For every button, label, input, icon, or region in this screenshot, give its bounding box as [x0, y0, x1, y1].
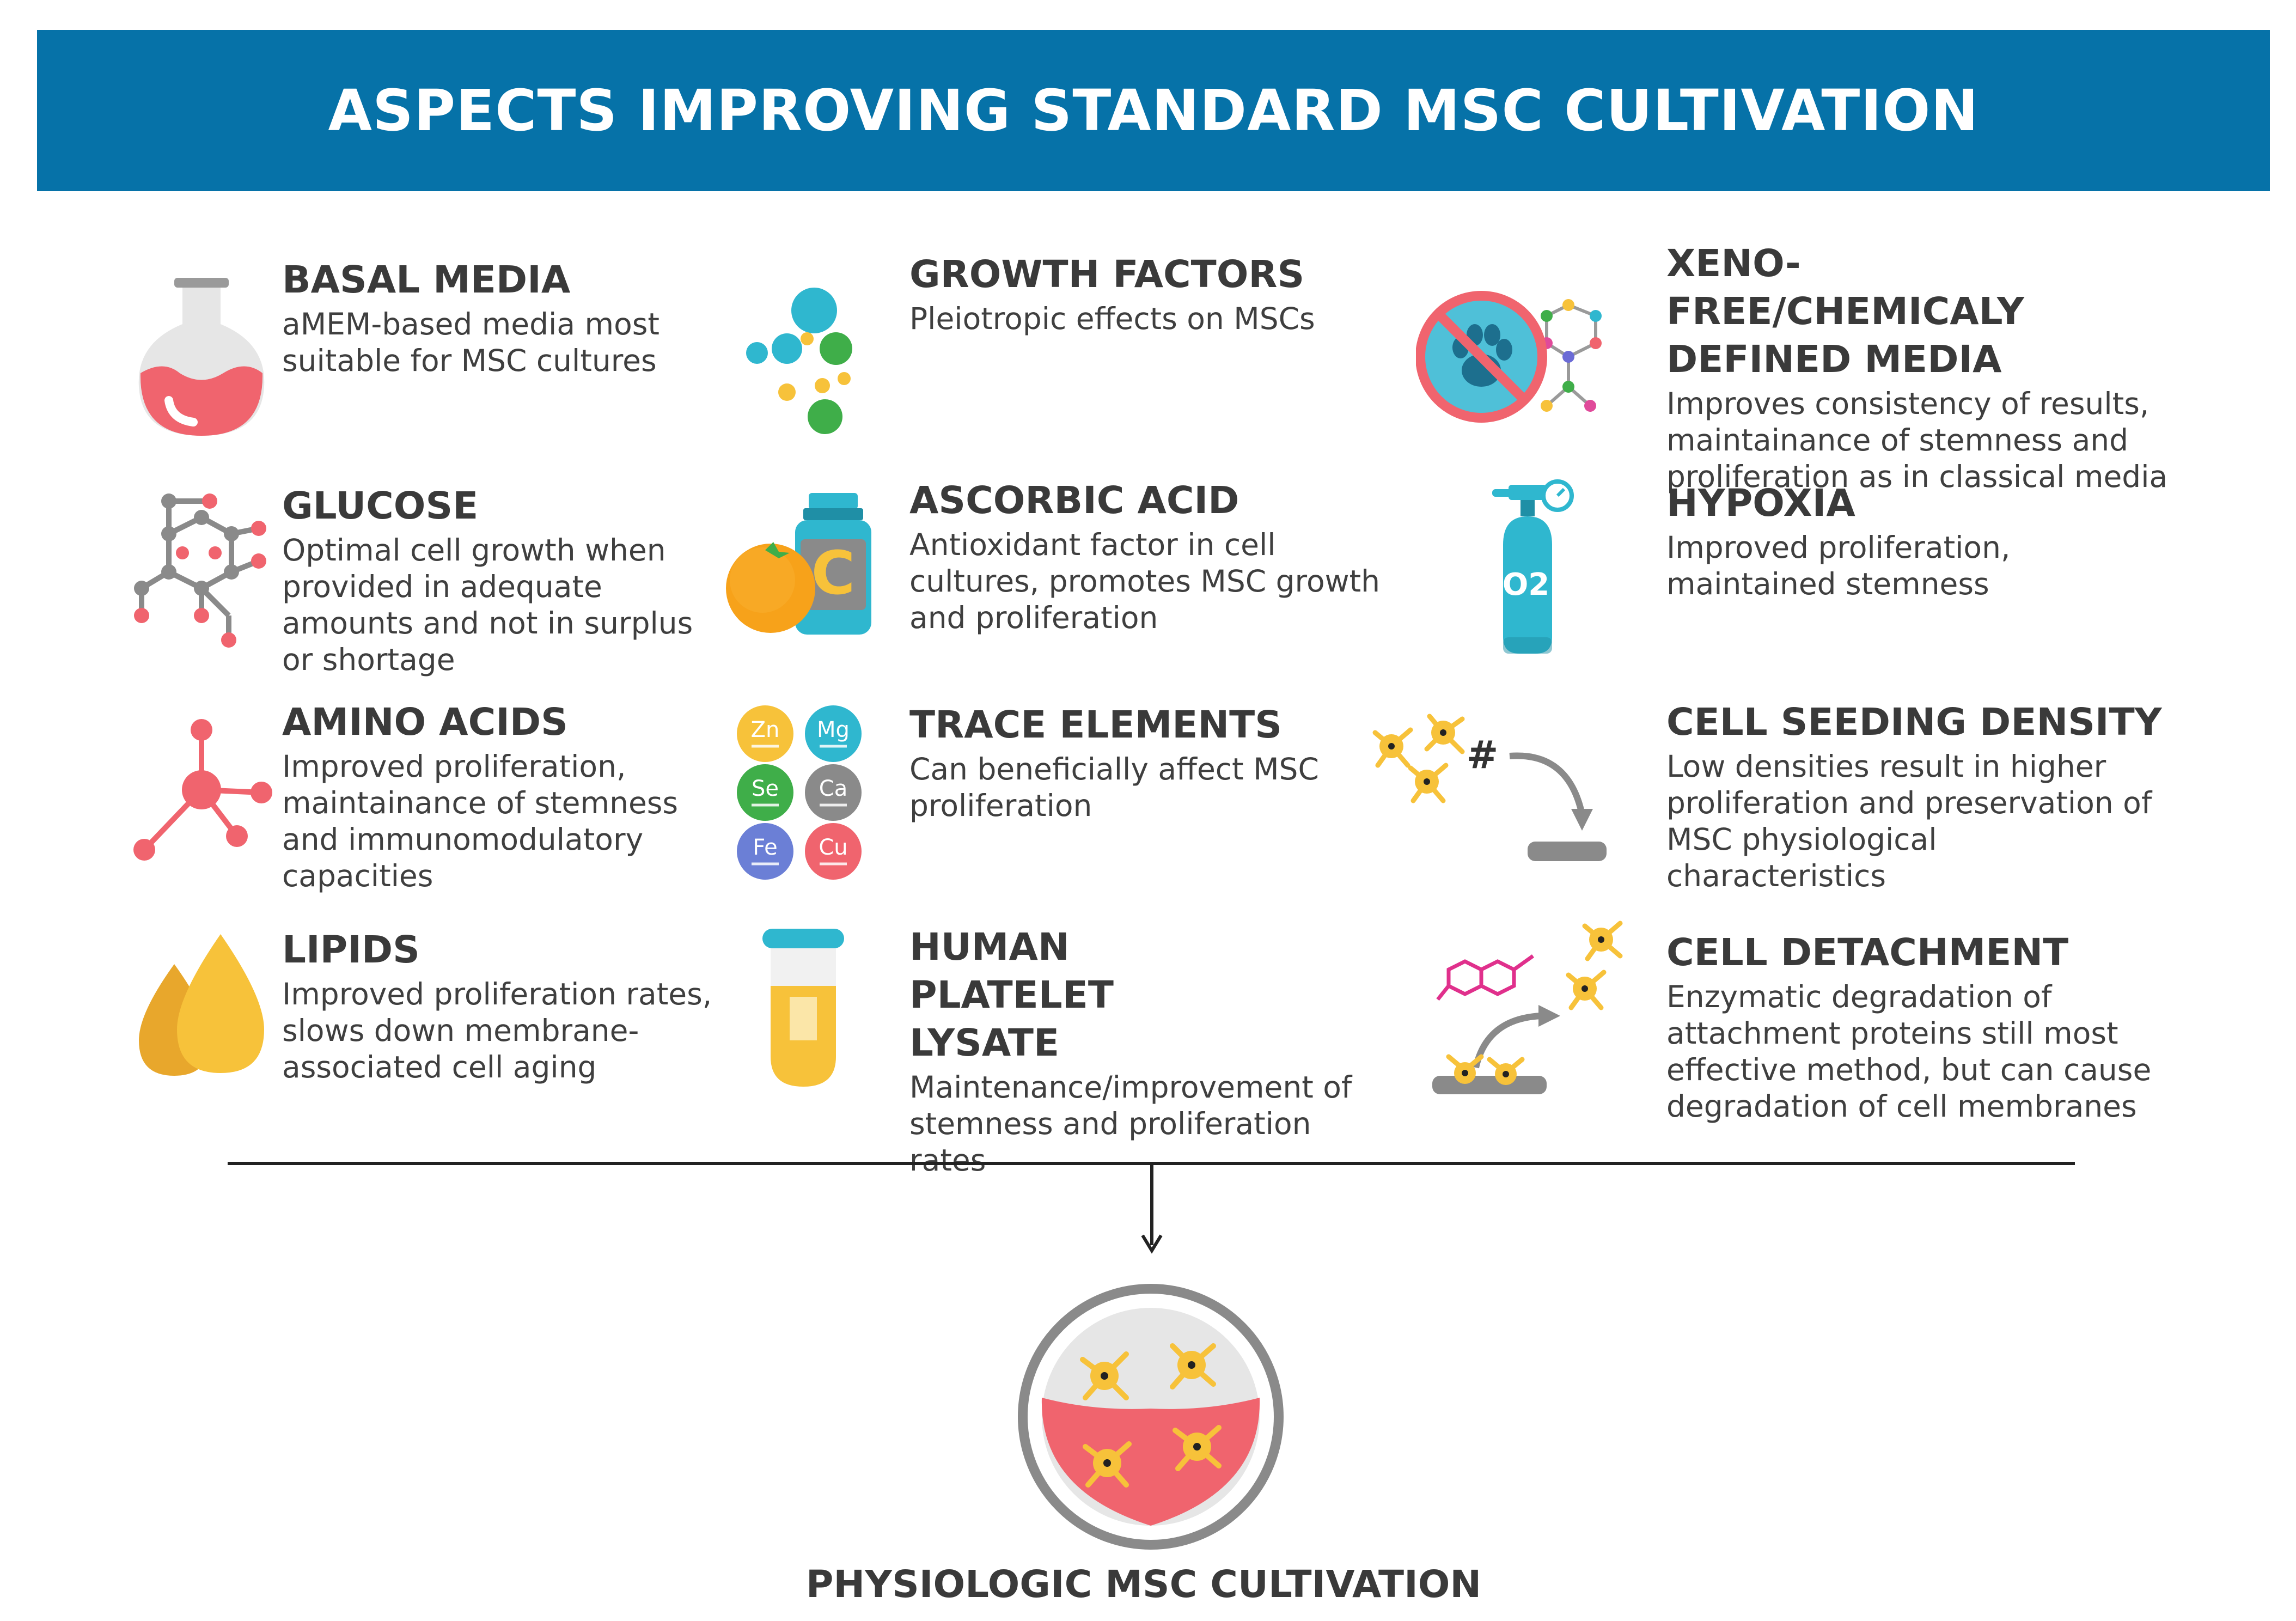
- item-title: ASCORBIC ACID: [909, 479, 1239, 522]
- culture-dish-icon: [1017, 1283, 1284, 1550]
- item-title: GLUCOSE: [282, 484, 479, 528]
- element-label: Mg: [817, 717, 850, 742]
- no-animal-icon: [1416, 283, 1645, 430]
- item-title: HUMAN PLATELET LYSATE: [909, 925, 1114, 1065]
- oxygen-tank-icon: O2: [1492, 474, 1574, 656]
- item-title: CELL DETACHMENT: [1666, 931, 2069, 974]
- flask-icon: [131, 272, 272, 441]
- molecules-icon: [741, 283, 871, 436]
- page-title: ASPECTS IMPROVING STANDARD MSC CULTIVATI…: [328, 77, 1979, 144]
- item-title: TRACE ELEMENTS: [909, 703, 1282, 747]
- item-title: GROWTH FACTORS: [909, 253, 1305, 296]
- item-title: AMINO ACIDS: [282, 700, 568, 744]
- item-description: Antioxidant factor in cell cultures, pro…: [909, 527, 1381, 635]
- glucose-molecule-icon: [128, 485, 275, 654]
- orange-vitamin-c-icon: C: [724, 493, 888, 637]
- item-description: Pleiotropic effects on MSCs: [909, 301, 1315, 336]
- item-description: Improves consistency of results, maintai…: [1666, 386, 2168, 494]
- element-label: Fe: [753, 835, 777, 860]
- molecule-icon: [128, 716, 275, 863]
- element-label: Cu: [819, 835, 847, 860]
- item-description: Optimal cell growth when provided in ade…: [282, 533, 693, 677]
- item-title: LIPIDS: [282, 928, 420, 972]
- elements-icon: Zn Mg Se Ca Fe Cu: [732, 705, 869, 880]
- header-banner: ASPECTS IMPROVING STANDARD MSC CULTIVATI…: [37, 30, 2270, 191]
- item-description: Maintenance/improvement of stemness and …: [909, 1070, 1352, 1178]
- lipid-drops-icon: [128, 931, 270, 1078]
- item-description: Improved proliferation rates, slows down…: [282, 977, 712, 1084]
- oxygen-label: O2: [1503, 567, 1550, 602]
- tube-icon: [757, 926, 850, 1089]
- item-title: XENO-FREE/CHEMICALY DEFINED MEDIA: [1666, 242, 2024, 381]
- item-description: Improved proliferation, maintainance of …: [282, 749, 679, 893]
- item-title: HYPOXIA: [1666, 482, 1855, 525]
- cell-detachment-icon: [1427, 910, 1628, 1100]
- item-description: aMEM-based media most suitable for MSC c…: [282, 307, 660, 378]
- item-description: Enzymatic degradation of attachment prot…: [1666, 979, 2152, 1124]
- element-label: Ca: [819, 776, 847, 801]
- item-title: CELL SEEDING DENSITY: [1666, 700, 2162, 744]
- element-label: Zn: [751, 717, 780, 742]
- item-description: Can beneficially affect MSC proliferatio…: [909, 752, 1338, 823]
- cell-seeding-icon: #: [1367, 708, 1607, 866]
- outcome-title: PHYSIOLOGIC MSC CULTIVATION: [805, 1563, 1482, 1606]
- vitamin-label: C: [811, 538, 856, 608]
- item-title: BASAL MEDIA: [282, 258, 571, 302]
- item-description: Low densities result in higher prolifera…: [1666, 749, 2152, 893]
- element-label: Se: [752, 776, 779, 801]
- density-symbol: #: [1467, 733, 1499, 777]
- item-description: Improved proliferation, maintained stemn…: [1666, 530, 2011, 601]
- arrow-down-icon: [1138, 1163, 1165, 1256]
